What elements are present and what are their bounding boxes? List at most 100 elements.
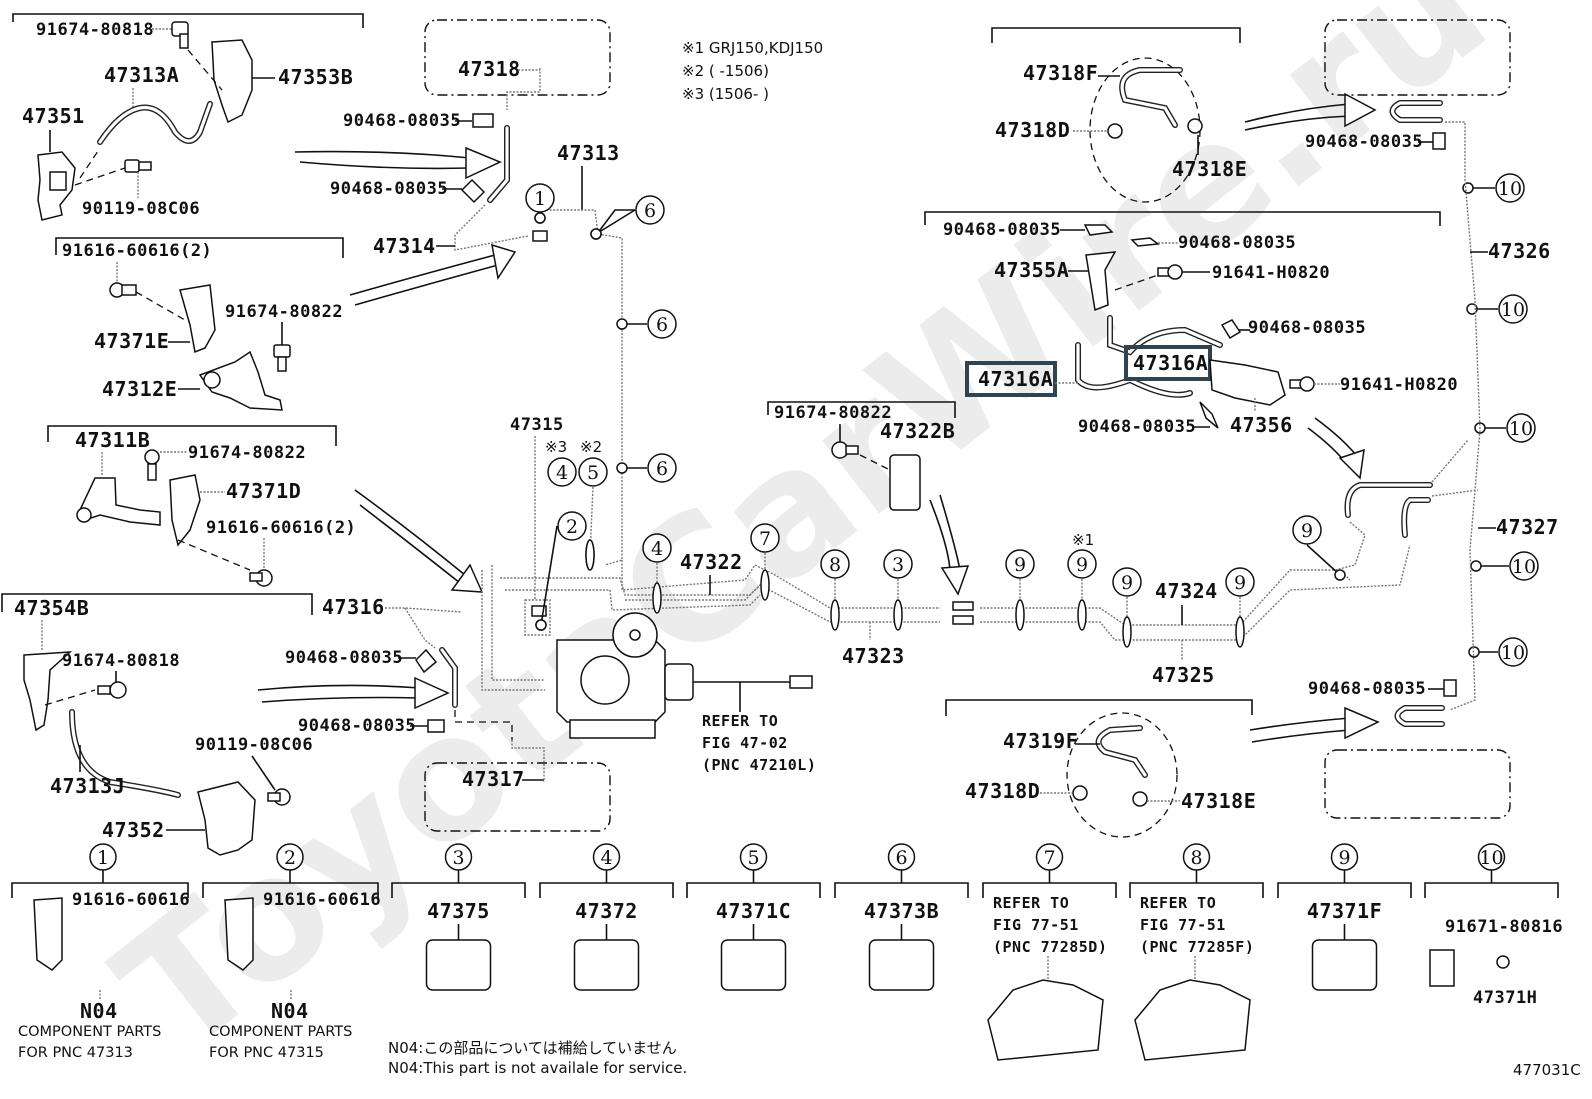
- legend-part[interactable]: 47371H: [1473, 988, 1537, 1008]
- clamp-marker-label: 5: [587, 462, 599, 484]
- callout[interactable]: 47314: [373, 234, 436, 258]
- callout[interactable]: 47327: [1496, 515, 1559, 539]
- clamp-marker[interactable]: 4: [642, 533, 672, 614]
- callout[interactable]: 47326: [1488, 239, 1551, 263]
- callout[interactable]: 90468-08035: [943, 220, 1061, 240]
- legend-part[interactable]: 47371C: [716, 899, 791, 923]
- callout[interactable]: 47352: [102, 818, 165, 842]
- clip-icon: [1432, 132, 1446, 150]
- legend-part[interactable]: 47371F: [1307, 899, 1382, 923]
- callout[interactable]: 47323: [842, 644, 905, 668]
- callout[interactable]: 91674-80818: [62, 651, 180, 671]
- callout[interactable]: 47313A: [104, 63, 179, 87]
- callout[interactable]: 91674-80822: [774, 403, 892, 423]
- legend-part[interactable]: 91671-80816: [1445, 917, 1563, 937]
- grommet-icon: [1187, 118, 1203, 134]
- callout[interactable]: 90119-08C06: [82, 199, 200, 219]
- bracket-icon: [169, 474, 201, 547]
- clip-icon: [1429, 949, 1455, 987]
- clamp-marker[interactable]: 6: [616, 453, 677, 483]
- clamp-marker[interactable]: 10: [1466, 294, 1528, 324]
- callout[interactable]: 47316A: [1133, 351, 1208, 375]
- callout[interactable]: 90468-08035: [1178, 233, 1296, 253]
- callout[interactable]: 47313: [557, 141, 620, 165]
- callout[interactable]: 91674-80822: [225, 302, 343, 322]
- bolt-icon: [273, 344, 291, 372]
- legend-part[interactable]: 91616-60616: [72, 890, 190, 910]
- clamp-marker[interactable]: 5: [578, 457, 608, 571]
- callout[interactable]: 91674-80822: [188, 443, 306, 463]
- callout[interactable]: 90468-08035: [1078, 417, 1196, 437]
- callout[interactable]: 90468-08035: [330, 179, 448, 199]
- callout[interactable]: 90468-08035: [1248, 318, 1366, 338]
- clamp-marker[interactable]: 10: [1470, 551, 1539, 581]
- bolt-icon: [1072, 785, 1088, 801]
- clamp-marker[interactable]: 10: [1468, 637, 1528, 667]
- clamp-marker[interactable]: 4: [547, 457, 577, 487]
- legend-refer: REFER TO: [1140, 894, 1216, 912]
- callout[interactable]: 91641-H0820: [1340, 375, 1458, 395]
- callout[interactable]: 47318E: [1181, 789, 1256, 813]
- clamp-marker[interactable]: 9: [1225, 567, 1255, 648]
- callout[interactable]: 47318D: [995, 118, 1070, 142]
- callout[interactable]: 47316: [322, 595, 385, 619]
- callout[interactable]: 47356: [1230, 413, 1293, 437]
- callout[interactable]: 47324: [1155, 579, 1218, 603]
- callout[interactable]: 47353B: [278, 65, 353, 89]
- callout[interactable]: 91616-60616(2): [206, 518, 356, 538]
- clamp-marker[interactable]: 8: [820, 549, 850, 631]
- clamp-marker[interactable]: 9: [1005, 549, 1035, 631]
- legend-refer: (PNC 77285F): [1140, 938, 1254, 956]
- callout[interactable]: 90468-08035: [1305, 132, 1423, 152]
- callout[interactable]: 47316A: [978, 367, 1053, 391]
- callout[interactable]: 47319F: [1003, 729, 1078, 753]
- clamp-marker[interactable]: 3: [883, 549, 913, 631]
- star-mark-1: ※1: [1072, 531, 1094, 549]
- clamp-marker[interactable]: 1: [525, 183, 555, 224]
- bolt-icon: [1289, 376, 1315, 392]
- callout[interactable]: 47318D: [965, 779, 1040, 803]
- callout[interactable]: 90468-08035: [298, 716, 416, 736]
- callout[interactable]: 47322B: [880, 419, 955, 443]
- callout[interactable]: 47371E: [94, 329, 169, 353]
- callout[interactable]: 47318: [458, 57, 521, 81]
- clamp-marker[interactable]: 7: [750, 523, 780, 601]
- clamp-marker[interactable]: 6: [590, 195, 665, 240]
- callout[interactable]: 47313J: [50, 774, 125, 798]
- callout[interactable]: 90468-08035: [285, 648, 403, 668]
- clamp-marker[interactable]: 9: [1067, 549, 1097, 631]
- legend-part[interactable]: 47373B: [864, 899, 939, 923]
- clamp-marker[interactable]: 10: [1462, 173, 1525, 203]
- callout[interactable]: 47311B: [75, 428, 150, 452]
- callout[interactable]: 47312E: [102, 377, 177, 401]
- group-rear-right-upper: 47318F 47318D 47318E 90468-08035 47326 4…: [991, 19, 1559, 711]
- callout[interactable]: 47318E: [1172, 157, 1247, 181]
- clamp-marker[interactable]: 10: [1474, 413, 1536, 443]
- legend-part[interactable]: 47372: [575, 899, 638, 923]
- callout[interactable]: 47315: [510, 415, 564, 435]
- callout[interactable]: 47322: [680, 550, 743, 574]
- callout[interactable]: 47317: [462, 767, 525, 791]
- callout[interactable]: 91674-80818: [36, 20, 154, 40]
- clamp-marker[interactable]: 2: [535, 511, 587, 631]
- clamp-marker[interactable]: 9: [1112, 567, 1142, 648]
- callout[interactable]: 90119-08C06: [195, 735, 313, 755]
- callout[interactable]: 47325: [1152, 663, 1215, 687]
- callout[interactable]: 90468-08035: [1308, 679, 1426, 699]
- legend-part[interactable]: 47375: [427, 899, 490, 923]
- callout[interactable]: 47318F: [1023, 61, 1098, 85]
- clamp-marker[interactable]: 9: [1292, 515, 1346, 581]
- legend-part[interactable]: 91616-60616: [263, 890, 381, 910]
- callout[interactable]: 47351: [22, 104, 85, 128]
- callout[interactable]: 91616-60616(2): [62, 241, 212, 261]
- callout[interactable]: 90468-08035: [343, 111, 461, 131]
- refer-line-2: FIG 47-02: [702, 734, 788, 752]
- callout[interactable]: 47355A: [994, 258, 1069, 282]
- callout[interactable]: 91641-H0820: [1212, 263, 1330, 283]
- bolt-icon: [831, 441, 859, 459]
- callout[interactable]: 47371D: [226, 479, 301, 503]
- clamp-marker[interactable]: 6: [616, 309, 677, 339]
- clip-icon: [1130, 237, 1160, 247]
- callout[interactable]: 47354B: [14, 596, 89, 620]
- clip-icon: [1083, 224, 1114, 236]
